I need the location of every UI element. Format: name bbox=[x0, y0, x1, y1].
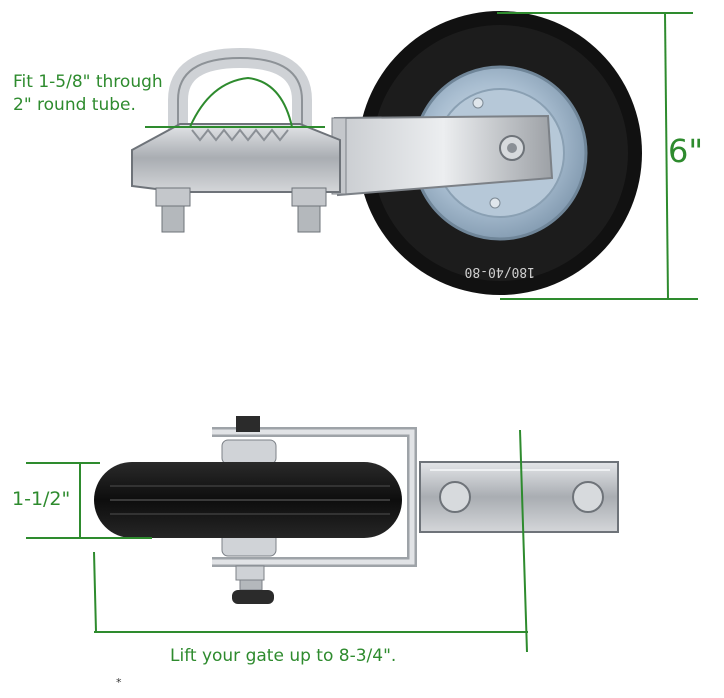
lift-right-line bbox=[519, 429, 528, 653]
lift-left-line bbox=[93, 551, 97, 633]
tube-fit-label-line2: 2" round tube. bbox=[13, 95, 136, 115]
bracket-arm bbox=[331, 114, 554, 197]
clamp-bolt-thread bbox=[161, 205, 185, 233]
axle-washer bbox=[235, 565, 265, 581]
lift-height-label: Lift your gate up to 8-3/4". bbox=[170, 646, 397, 666]
tube-fit-arc bbox=[189, 76, 293, 128]
height-dimension-label: 6" bbox=[668, 132, 704, 170]
axle-bushing-top bbox=[221, 439, 277, 465]
wheel-top-view bbox=[94, 416, 619, 604]
clamp-nut bbox=[291, 187, 327, 207]
arm-bolt bbox=[572, 481, 604, 513]
axle-nut-top bbox=[236, 416, 260, 432]
axle-bolt bbox=[507, 143, 517, 153]
dimension-lines-top bbox=[145, 12, 698, 300]
width-dimension-label: 1-1/2" bbox=[12, 488, 71, 510]
clamp-teeth bbox=[191, 128, 289, 142]
u-bolt-clamp bbox=[131, 47, 341, 233]
height-measure-line bbox=[664, 12, 669, 300]
hub-rivet bbox=[489, 197, 501, 209]
clamp-nut bbox=[155, 187, 191, 207]
hub-rivet bbox=[472, 97, 484, 109]
arm-bolt bbox=[439, 481, 471, 513]
clamp-plate bbox=[131, 123, 341, 193]
footnote-mark: * bbox=[116, 676, 122, 689]
tube-fit-label-line1: Fit 1-5/8" through bbox=[13, 72, 163, 92]
axle-bolt-head bbox=[232, 590, 274, 604]
u-bolt bbox=[168, 47, 312, 138]
clamp-bolt-thread bbox=[297, 205, 321, 233]
dimension-lines-bottom bbox=[26, 429, 528, 653]
tire-size-marking: 180/40-80 bbox=[465, 264, 535, 279]
